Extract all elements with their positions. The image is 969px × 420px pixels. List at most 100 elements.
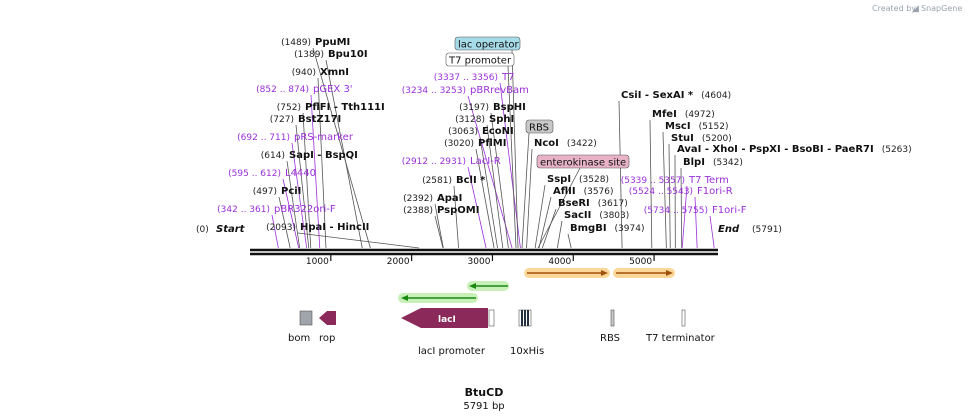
site-position: (614) [261, 151, 285, 161]
leader-line [302, 112, 312, 249]
enzyme-name: BclI * [456, 175, 486, 186]
enzyme-site[interactable]: BmgBI(3974) [570, 223, 644, 234]
leader-line [507, 65, 517, 249]
site-position: (5339 .. 5357) [621, 176, 685, 186]
lac-operator-label[interactable]: lac operator [454, 36, 521, 51]
enzyme-site[interactable]: CsiI - SexAI *(4604) [621, 90, 731, 101]
leader-line [479, 136, 498, 249]
primer-name: T7 Term [688, 175, 729, 186]
site-position: (2581) [422, 176, 452, 186]
leader-line [453, 185, 459, 249]
orf-orange-2[interactable] [613, 268, 675, 278]
enzyme-site[interactable]: HpaI - HincII (2093) [266, 222, 369, 233]
feature-rbs[interactable]: RBS [600, 309, 620, 344]
enzyme-site[interactable]: SphI(3128) [455, 114, 514, 125]
primer-site[interactable]: pRS-marker(692 .. 711) [237, 132, 354, 143]
primer-site[interactable]: L4440(595 .. 612) [228, 168, 316, 179]
enzyme-site[interactable]: StuI(5200) [671, 133, 732, 144]
primer-site[interactable]: LacI-R(2912 .. 2931) [402, 156, 501, 167]
enzyme-site[interactable]: Bpu10I(1389) [294, 49, 367, 60]
site-position: (5734 .. 5755) [644, 206, 708, 216]
laci-label: lacI [438, 315, 456, 325]
enzyme-site[interactable]: PspOMI(2388) [403, 205, 479, 216]
feature-laci-promoter[interactable]: lacI promoter [418, 309, 495, 357]
enzyme-site[interactable]: PflFI - Tth111I(752) [277, 102, 385, 113]
feature-rop[interactable]: rop [319, 311, 336, 344]
leader-line [556, 220, 563, 249]
primer-site[interactable]: pGEX 3'(852 .. 874) [256, 84, 352, 95]
his-stripe-1 [521, 310, 523, 326]
laci-arrow [401, 308, 488, 328]
snapgene-credit: Created by ◢ SnapGene [872, 4, 962, 14]
site-position: (3528) [579, 175, 609, 185]
feature-bom[interactable]: bom [288, 310, 313, 344]
enzyme-site[interactable]: MfeI(4972) [652, 109, 715, 120]
enzyme-site[interactable]: BspHI(3197) [459, 102, 526, 113]
enzyme-site[interactable]: SacII(3803) [564, 210, 629, 221]
site-position: (3020) [444, 139, 474, 149]
site-position: (3617) [598, 199, 628, 209]
primer-site[interactable]: pBRrevBam(3234 .. 3253) [402, 85, 529, 96]
leader-line [325, 59, 363, 249]
enzyme-site[interactable]: XmnI(940) [292, 67, 349, 78]
leader-line [538, 196, 552, 249]
primer-site[interactable]: F1ori-R(5524 .. 5543) [629, 186, 733, 197]
site-position: (2093) [266, 223, 296, 233]
enzyme-site[interactable]: MscI(5152) [665, 121, 729, 132]
enzyme-site[interactable]: PflMI(3020) [444, 138, 506, 149]
enzyme-name: BmgBI [570, 223, 607, 234]
enzyme-name: Bpu10I [328, 49, 368, 60]
primer-site[interactable]: F1ori-F(5734 .. 5755) [644, 205, 747, 216]
leader-line [286, 160, 301, 249]
leader-line [618, 100, 623, 249]
enzyme-site[interactable]: PciI(497) [253, 186, 302, 197]
end-position: (5791) [752, 225, 782, 235]
site-position: (595 .. 612) [228, 169, 281, 179]
site-position: (4604) [701, 91, 731, 101]
enzyme-site[interactable]: AflII(3576) [553, 186, 614, 197]
enzyme-site[interactable]: EcoNI(3063) [448, 126, 514, 137]
snapgene-logo-icon: ◢ [912, 4, 919, 14]
feature-10xhis[interactable]: 10xHis [510, 309, 544, 357]
leader-line [475, 148, 495, 249]
primer-name: LacI-R [470, 156, 501, 167]
orf-green-2[interactable] [398, 293, 478, 303]
enzyme-name: ApaI [437, 193, 462, 204]
enzyme-site[interactable]: SapI - BspQI(614) [261, 150, 358, 161]
enzyme-site[interactable]: ApaI(2392) [403, 193, 462, 204]
site-position: (852 .. 874) [256, 85, 309, 95]
primer-site[interactable]: T7(3337 .. 3356) [434, 72, 515, 83]
enzyme-site[interactable]: BlpI(5342) [683, 157, 743, 168]
primer-site[interactable]: T7 Term(5339 .. 5357) [621, 175, 729, 186]
svg-text:enterokinase site: enterokinase site [540, 158, 626, 169]
enterokinase-site-label[interactable]: enterokinase site [536, 154, 630, 169]
leader-line [295, 124, 310, 249]
site-position: (1489) [281, 38, 311, 48]
rbs-label[interactable]: RBS [525, 119, 554, 134]
site-position: (3337 .. 3356) [434, 73, 498, 83]
enzyme-site[interactable]: SspI(3528) [547, 174, 609, 185]
t7-promoter-label[interactable]: T7 promoter [445, 52, 515, 67]
feature-t7-terminator[interactable]: T7 terminator [645, 309, 716, 344]
enzyme-site[interactable]: PpuMI(1489) [281, 37, 350, 48]
rop-arrow [319, 311, 336, 325]
orf-green-1[interactable] [467, 281, 509, 291]
feature-laci[interactable]: lacI [401, 308, 488, 328]
credit-brand: SnapGene [921, 4, 962, 13]
bom-label: bom [288, 333, 310, 344]
enzyme-site[interactable]: AvaI - XhoI - PspXI - BsoBI - PaeR7I(526… [677, 144, 912, 155]
site-position: (5200) [702, 134, 732, 144]
laci-promoter-mark [488, 309, 495, 327]
enzyme-name: HpaI - HincII [300, 222, 369, 233]
enzyme-site[interactable]: NcoI(3422) [534, 138, 597, 149]
site-position: (3234 .. 3253) [402, 86, 466, 96]
primer-site[interactable]: pBR322ori-F(342 .. 361) [217, 204, 336, 215]
enzyme-site[interactable]: BstZ17I(727) [270, 114, 341, 125]
enzyme-site[interactable]: BseRI(3617) [558, 198, 628, 209]
primer-name: pRS-marker [294, 132, 354, 143]
site-position: (727) [270, 115, 294, 125]
enzyme-site[interactable]: BclI * (2581) [422, 175, 486, 186]
orf-orange-1[interactable] [524, 268, 610, 278]
enzyme-name: AvaI - XhoI - PspXI - BsoBI - PaeR7I [677, 144, 874, 155]
